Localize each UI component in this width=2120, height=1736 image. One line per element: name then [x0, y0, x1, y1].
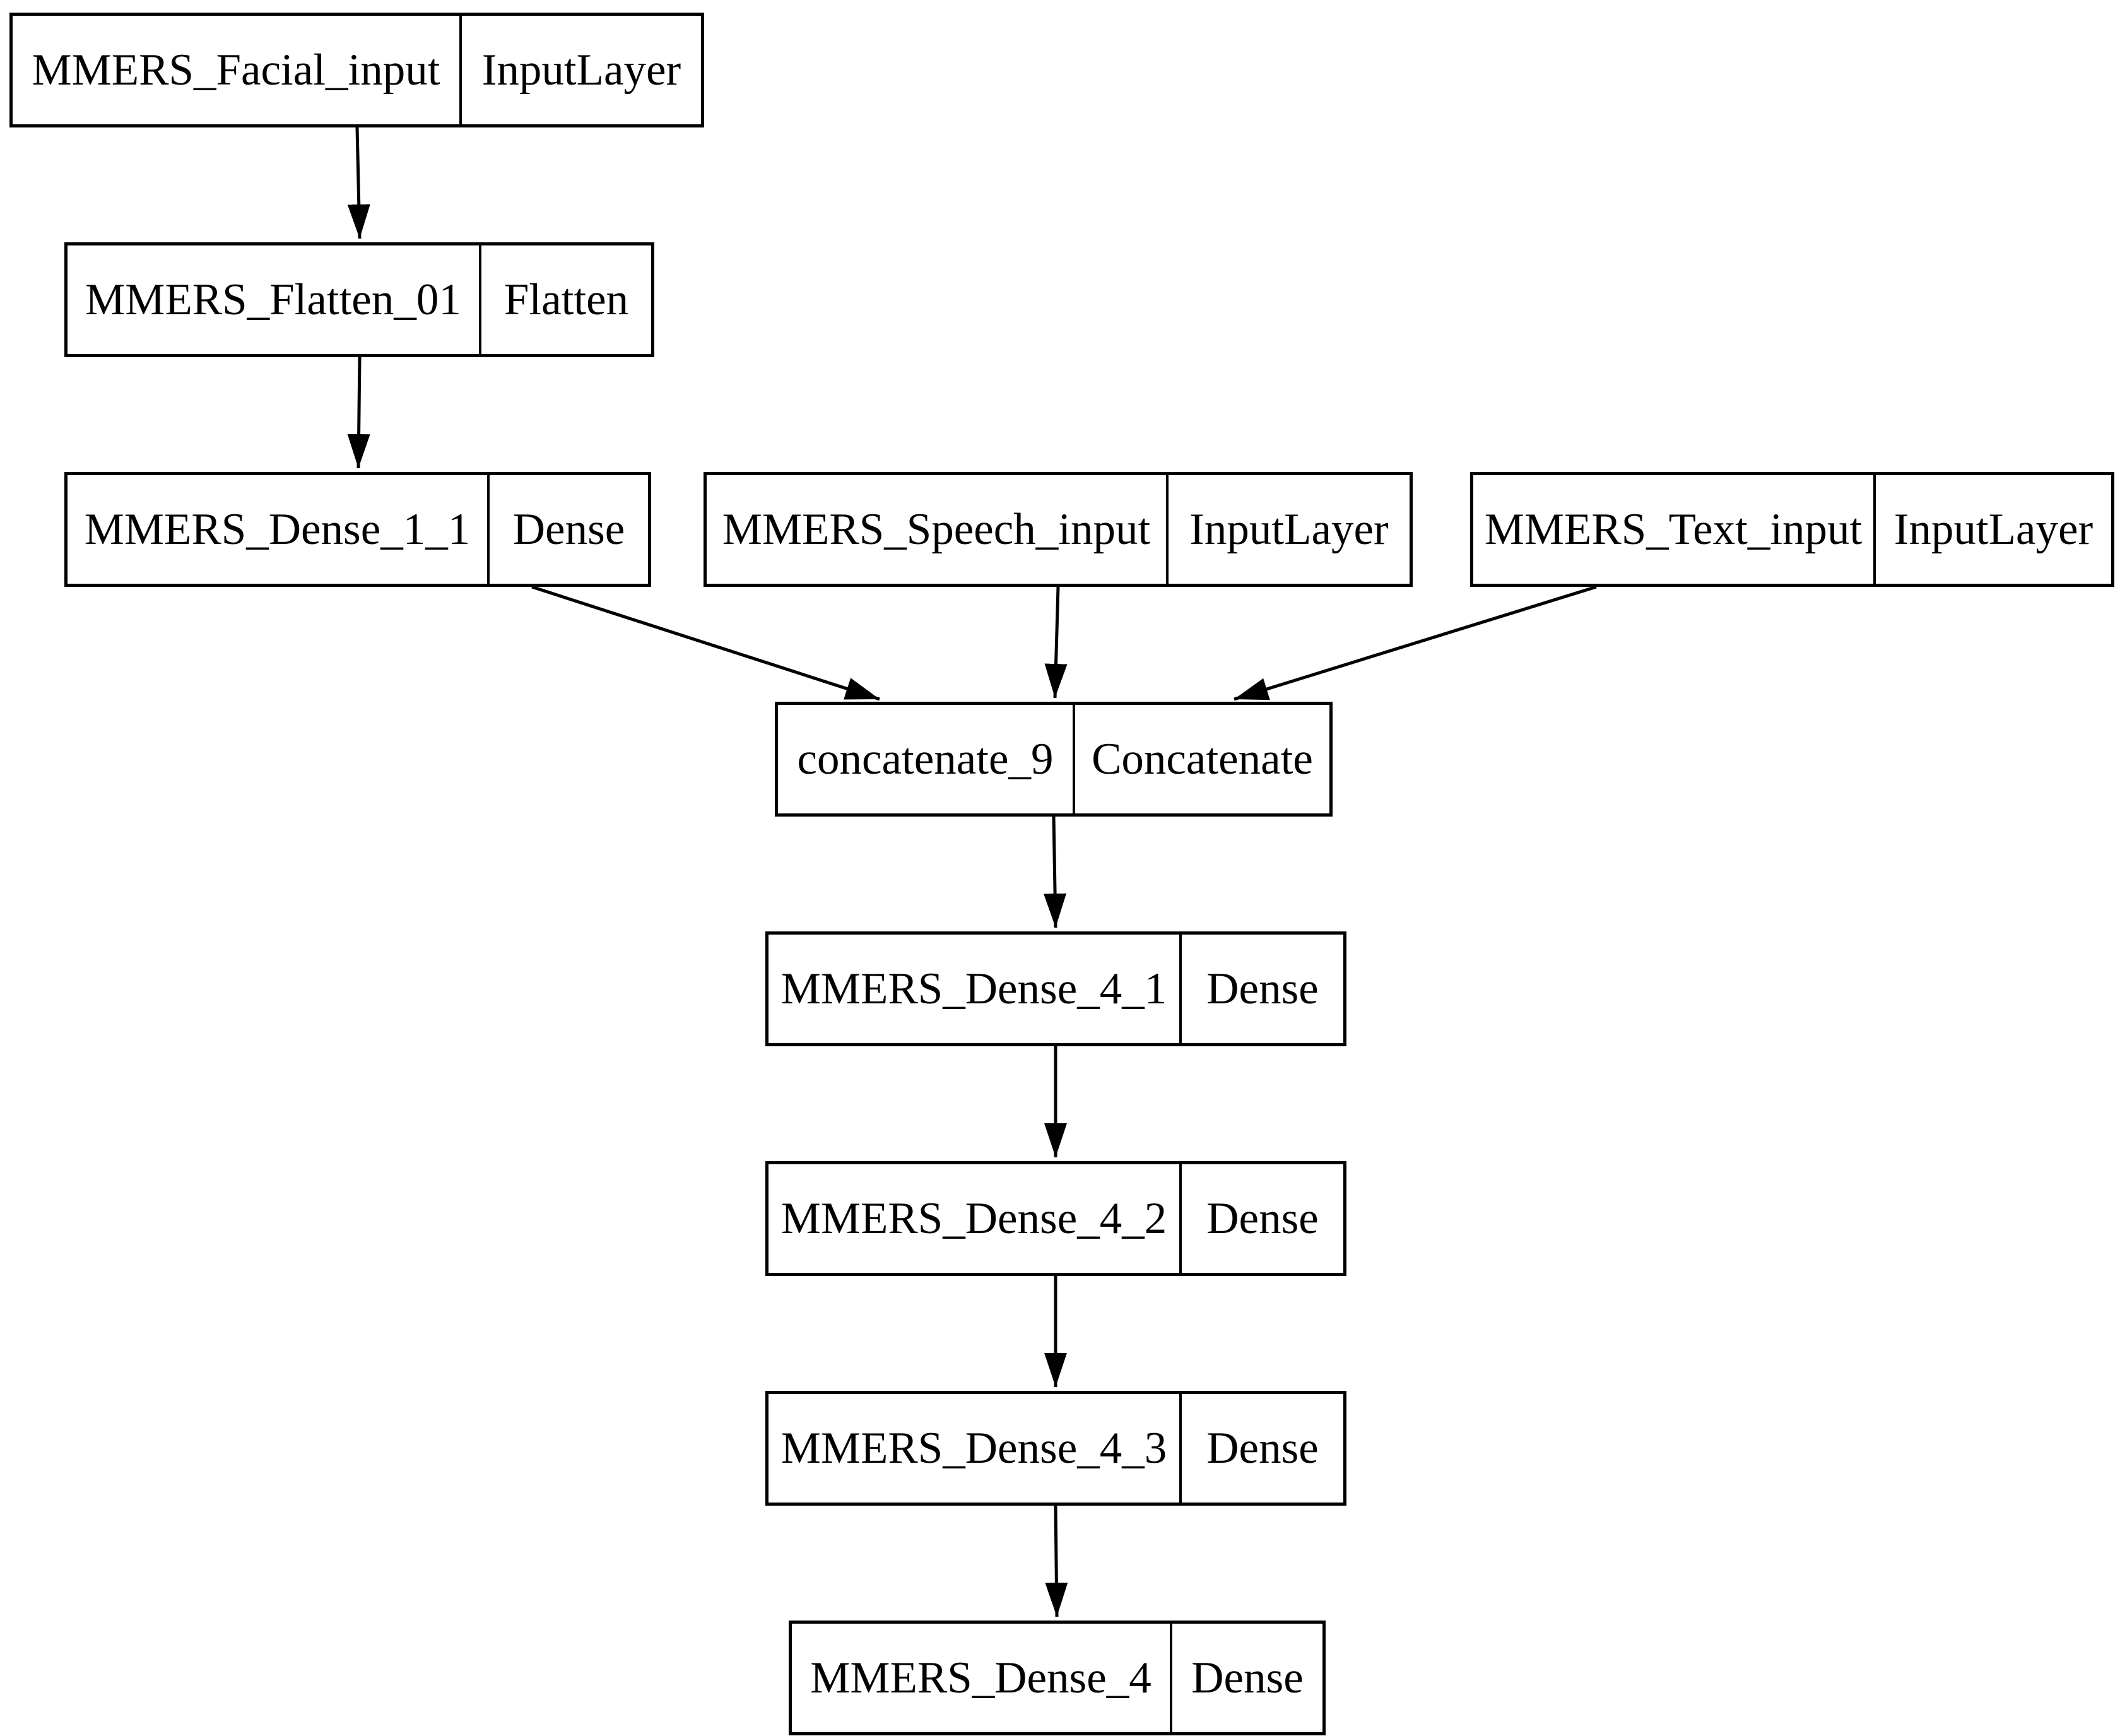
- layer-name-cell: MMERS_Dense_1_1: [68, 475, 490, 584]
- edge-speech_input-to-concatenate_9: [1044, 586, 1068, 699]
- layer-type-cell: InputLayer: [1189, 504, 1389, 554]
- layer-name-cell: MMERS_Dense_4: [792, 1624, 1172, 1732]
- edge-dense_1_1-to-concatenate_9: [531, 585, 880, 701]
- layer-node-dense_4_2: MMERS_Dense_4_2 Dense: [765, 1161, 1346, 1276]
- layer-type-cell: Dense: [1206, 1193, 1319, 1243]
- layer-name-cell: MMERS_Speech_input: [707, 475, 1169, 584]
- layer-name-cell: MMERS_Dense_4_2: [768, 1164, 1182, 1273]
- layer-node-dense_4: MMERS_Dense_4 Dense: [789, 1621, 1326, 1735]
- edge-dense_4_3-to-dense_4: [1045, 1505, 1068, 1617]
- layer-node-flatten_01: MMERS_Flatten_01 Flatten: [64, 242, 654, 357]
- layer-type-cell: Concatenate: [1092, 734, 1313, 784]
- layer-node-text_input: MMERS_Text_input InputLayer: [1470, 472, 2114, 587]
- layer-name-cell: MMERS_Flatten_01: [68, 245, 481, 354]
- layer-name-cell: MMERS_Text_input: [1473, 475, 1876, 584]
- layer-type-cell: Flatten: [504, 275, 629, 324]
- layer-name-cell: concatenate_9: [778, 705, 1075, 813]
- layer-type-cell: Dense: [512, 504, 625, 554]
- layer-node-facial_input: MMERS_Facial_input InputLayer: [9, 13, 704, 127]
- edge-flatten_01-to-dense_1_1: [347, 357, 370, 469]
- layer-node-speech_input: MMERS_Speech_input InputLayer: [704, 472, 1413, 587]
- layer-name-cell: MMERS_Dense_4_1: [768, 935, 1182, 1043]
- edge-text_input-to-concatenate_9: [1234, 585, 1597, 701]
- layer-node-dense_4_3: MMERS_Dense_4_3 Dense: [765, 1391, 1346, 1506]
- edge-facial_input-to-flatten_01: [347, 127, 370, 239]
- layer-type-cell: InputLayer: [1893, 504, 2094, 554]
- layer-type-cell: Dense: [1206, 964, 1319, 1013]
- layer-name-cell: MMERS_Facial_input: [13, 16, 462, 124]
- layer-type-cell: Dense: [1206, 1423, 1319, 1473]
- layer-node-dense_1_1: MMERS_Dense_1_1 Dense: [64, 472, 651, 587]
- layer-type-cell: Dense: [1191, 1653, 1304, 1703]
- layer-node-concatenate_9: concatenate_9 Concatenate: [775, 702, 1333, 817]
- edge-concatenate_9-to-dense_4_1: [1044, 816, 1067, 928]
- layer-type-cell: InputLayer: [481, 45, 681, 95]
- layer-node-dense_4_1: MMERS_Dense_4_1 Dense: [765, 931, 1346, 1046]
- layer-name-cell: MMERS_Dense_4_3: [768, 1394, 1182, 1503]
